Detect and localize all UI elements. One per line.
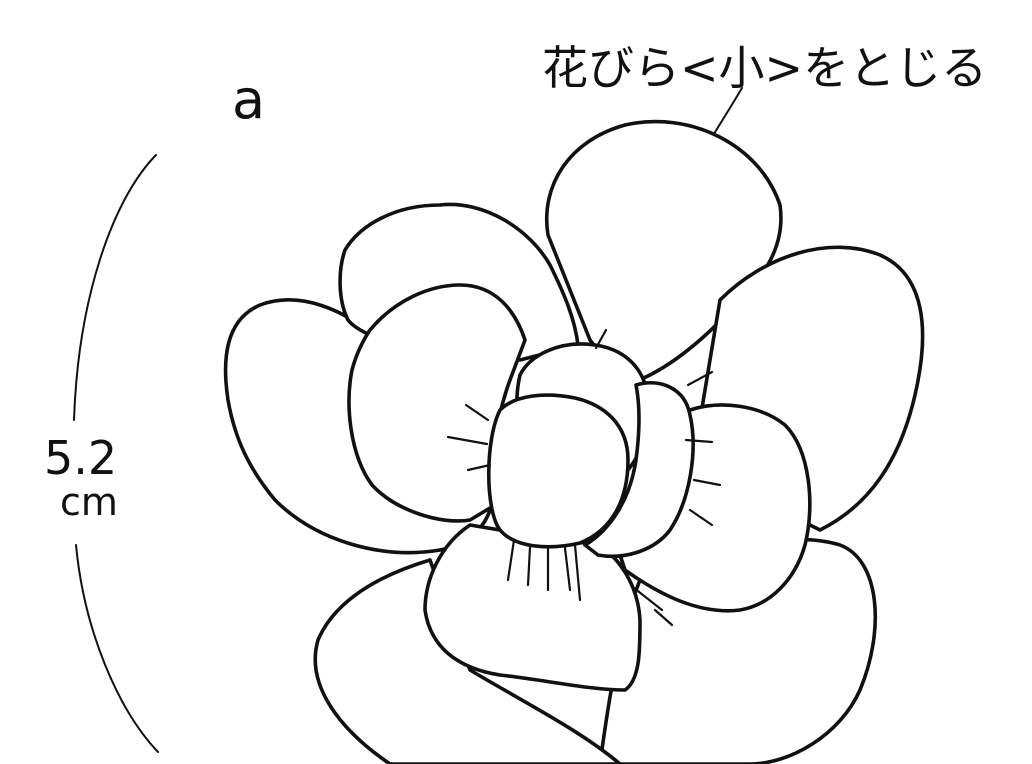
inner-petal-front bbox=[486, 393, 630, 549]
inner-petal-right bbox=[583, 381, 695, 559]
dimension-arc-bottom bbox=[75, 544, 159, 753]
middle-petal-bottom bbox=[423, 523, 642, 692]
panel-label: a bbox=[232, 68, 265, 131]
annotation-label: 花びら<小>をとじる bbox=[542, 41, 987, 95]
dimension-arc-top bbox=[73, 154, 157, 421]
dimension-value: 5.2 bbox=[44, 431, 117, 485]
stitch-marks bbox=[446, 328, 722, 627]
outer-petal-bottom-left bbox=[313, 558, 622, 764]
dimension-unit: cm bbox=[60, 480, 118, 524]
outer-petal-top-right bbox=[545, 119, 783, 387]
